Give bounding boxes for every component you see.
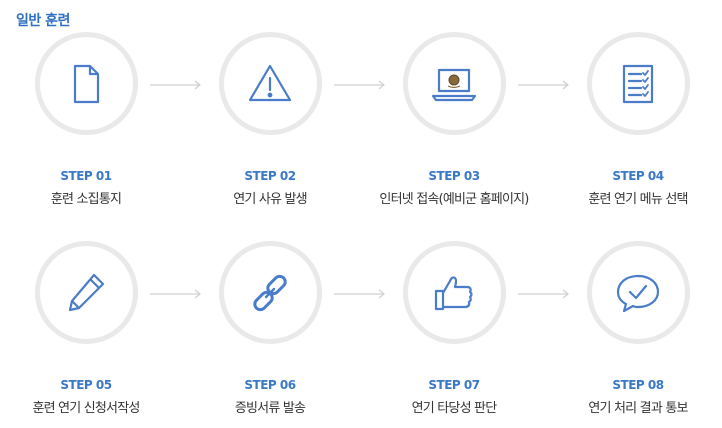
step-7-circle [402,241,506,344]
link-icon [253,274,287,311]
step-4-circle [586,32,690,135]
step-7: STEP 07 연기 타당성 판단 [364,241,544,416]
step-8-number: STEP 08 [612,378,664,392]
laptop-icon [431,68,477,101]
step-2-circle [218,32,322,135]
step-4: STEP 04 훈련 연기 메뉴 선택 [548,32,722,207]
arrow-1-2 [150,80,202,90]
step-3-circle [402,32,506,135]
step-2-number: STEP 02 [244,169,296,183]
step-5-label: 훈련 연기 신청서작성 [32,401,140,416]
step-7-number: STEP 07 [428,378,480,392]
step-2-label: 연기 사유 발생 [233,192,307,207]
step-5-circle [34,241,138,344]
speech-bubble-check-icon [616,274,660,312]
pencil-icon [68,273,105,311]
step-4-number: STEP 04 [612,169,664,183]
document-icon [73,64,100,103]
arrow-3-4 [518,80,570,90]
arrow-right-icon [150,289,201,299]
step-5: STEP 05 훈련 연기 신청서작성 [0,241,176,416]
step-6-circle [218,241,322,344]
step-8: STEP 08 연기 처리 결과 통보 [548,241,722,416]
step-5-number: STEP 05 [60,378,112,392]
section-title: 일반 훈련 [16,13,70,29]
step-7-label: 연기 타당성 판단 [411,401,498,416]
step-8-label: 연기 처리 결과 통보 [588,401,688,416]
arrow-right-icon [150,80,201,90]
thumbs-up-icon [434,275,473,310]
arrow-right-icon [518,289,569,299]
checklist-icon [622,64,654,103]
step-2: STEP 02 연기 사유 발생 [180,32,360,207]
arrow-right-icon [334,80,385,90]
step-6-label: 증빙서류 발송 [234,401,306,416]
arrow-right-icon [334,289,385,299]
warning-icon [248,64,292,101]
step-6-number: STEP 06 [244,378,296,392]
arrow-2-3 [334,80,386,90]
step-1-number: STEP 01 [60,169,112,183]
arrow-right-icon [518,80,569,90]
step-1-circle [34,32,138,135]
step-6: STEP 06 증빙서류 발송 [180,241,360,416]
step-1: STEP 01 훈련 소집통지 [0,32,176,207]
step-8-circle [586,241,690,344]
step-3-label: 인터넷 접속(예비군 홈페이지) [379,192,529,207]
step-4-label: 훈련 연기 메뉴 선택 [588,192,688,207]
step-3-number: STEP 03 [428,169,480,183]
arrow-6-7 [334,289,386,299]
step-3: STEP 03 인터넷 접속(예비군 홈페이지) [364,32,544,207]
arrow-7-8 [518,289,570,299]
step-1-label: 훈련 소집통지 [50,192,122,207]
arrow-5-6 [150,289,202,299]
